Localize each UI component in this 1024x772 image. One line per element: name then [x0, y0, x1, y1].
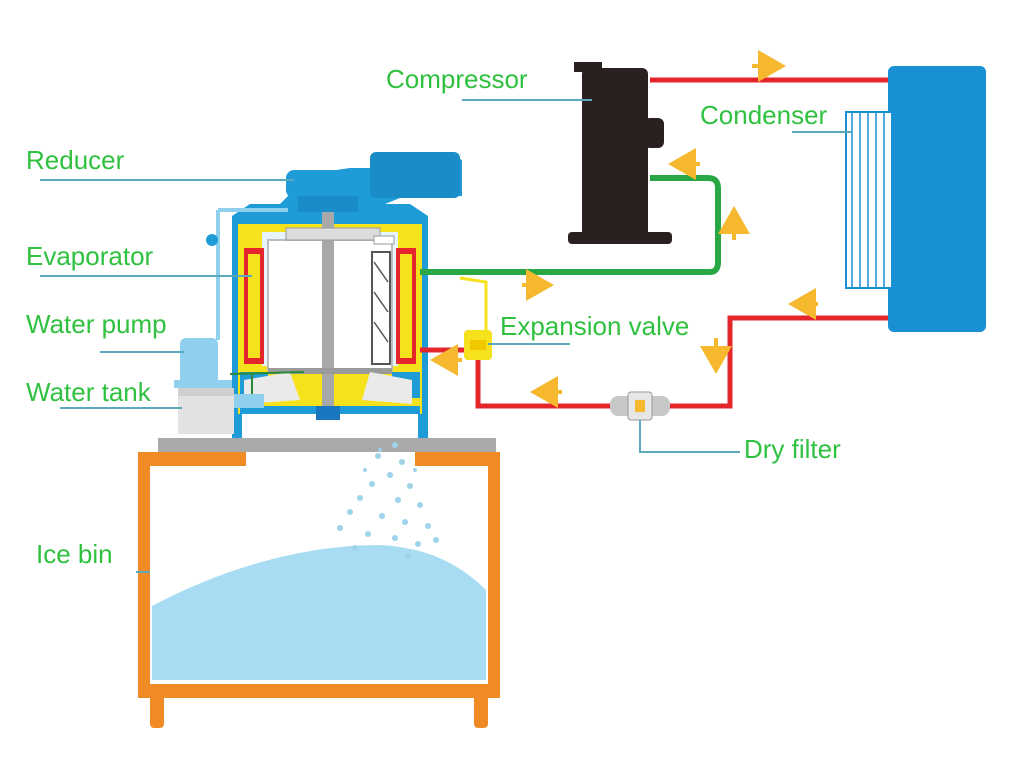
- label-water-tank: Water tank: [26, 377, 151, 407]
- compressor: [568, 62, 672, 244]
- dry-filter: [610, 391, 670, 421]
- suction-line: [420, 175, 721, 275]
- label-dry-filter: Dry filter: [744, 434, 841, 464]
- label-condenser: Condenser: [700, 100, 828, 130]
- liquid-line: [475, 315, 890, 409]
- expansion-valve: [464, 330, 492, 360]
- label-expansion-valve: Expansion valve: [500, 311, 690, 341]
- leader-dry-filter: [639, 420, 740, 453]
- leader-lines: [40, 99, 852, 573]
- label-compressor: Compressor: [386, 64, 528, 94]
- water-tank: [178, 388, 264, 434]
- condenser: [845, 66, 986, 332]
- falling-ice: [337, 429, 439, 559]
- label-evaporator: Evaporator: [26, 241, 154, 271]
- ice-bin: [138, 438, 500, 728]
- flow-arrows: [430, 50, 818, 408]
- capillary-tube: [459, 276, 488, 330]
- label-reducer: Reducer: [26, 145, 125, 175]
- reducer-motor: [276, 152, 462, 212]
- label-ice-bin: Ice bin: [36, 539, 113, 569]
- label-water-pump: Water pump: [26, 309, 167, 339]
- water-pump: [174, 338, 232, 388]
